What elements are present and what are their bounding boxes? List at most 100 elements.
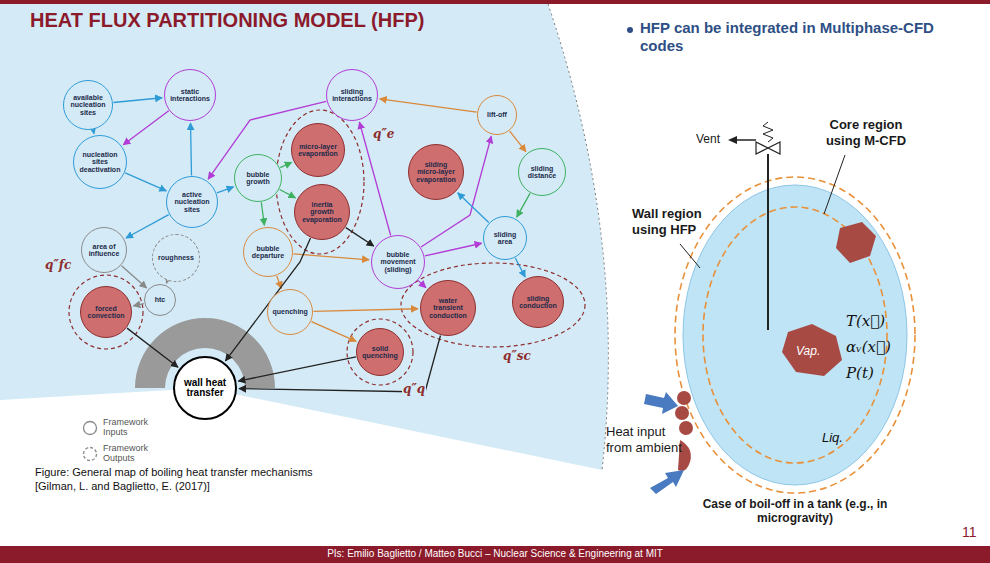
bullet (627, 27, 633, 33)
connector-arrow (127, 328, 178, 367)
field-label: P(t) (846, 364, 874, 382)
phase-label: Liq. (822, 430, 843, 446)
legend-text: Framework Outputs (103, 444, 163, 464)
output-group (401, 263, 585, 347)
vent-label: Vent (696, 132, 720, 146)
connector-arrow (311, 322, 356, 342)
flux-label: q″sc (502, 349, 532, 363)
connector-arrow (293, 254, 369, 260)
connector-arrow (122, 266, 147, 288)
node-text: micro-layer evaporation (298, 143, 339, 158)
mechanism-circle: sliding distance (518, 148, 566, 196)
phase-label: Vap. (796, 344, 820, 358)
connector-arrow (510, 131, 526, 152)
legend-text: Framework Inputs (103, 418, 163, 438)
mechanism-circle: bubble movement (sliding) (371, 235, 425, 289)
mechanism-circle: area of influence (81, 227, 127, 273)
connector-arrow (517, 193, 530, 217)
connector-arrow (458, 193, 489, 223)
mechanism-circle: water transient conduction (420, 280, 476, 336)
connector-arrow (280, 189, 296, 197)
node-text: roughness (158, 254, 194, 261)
connector-arrow (313, 309, 418, 312)
legend-swatch (82, 420, 98, 436)
core-region-outline (703, 207, 887, 463)
page-number: 11 (962, 524, 977, 541)
node-text: forced convection (86, 305, 126, 320)
bullet-text: HFP can be integrated in Multiphase-CFD … (640, 19, 940, 55)
node-text: sliding conduction (518, 295, 558, 310)
mechanism-circle: active nucleation sites (166, 176, 218, 228)
node-text: sliding interactions (332, 88, 372, 103)
connector-arrow (125, 173, 166, 191)
connector-arrow (123, 111, 168, 145)
flux-label: q″e (372, 127, 395, 141)
valve-spring (763, 122, 773, 142)
flux-label: q″q (402, 382, 426, 396)
mechanism-circle: forced convection (80, 286, 132, 338)
connector-arrow (261, 202, 264, 225)
vent-valve (756, 142, 768, 154)
leader-line (680, 244, 700, 268)
vapor-blob (836, 222, 876, 263)
mechanism-circle: nucleation sites deactivation (73, 135, 127, 189)
node-text: area of influence (87, 243, 122, 258)
footer-bar (0, 546, 990, 563)
region-label: Core region using M-CFD (812, 117, 920, 148)
heat-arrow (650, 470, 684, 494)
field-label: αᵥ(x⃗) (846, 338, 891, 356)
tank-caption: Case of boil-off in a tank (e.g., in mic… (700, 497, 890, 526)
mechanism-circle: lift-off (477, 95, 517, 135)
node-text: nucleation sites deactivation (80, 151, 121, 173)
field-label: T(x⃗) (846, 312, 885, 330)
tank (683, 185, 907, 485)
node-text: inertia growth evaporation (301, 201, 344, 223)
leader-line (824, 155, 845, 214)
node-text: water transient conduction (427, 297, 470, 319)
wall-region-outline (675, 177, 915, 493)
node-text: static interactions (170, 88, 210, 103)
connector-arrow (113, 98, 162, 103)
map-fan (0, 4, 608, 470)
node-text: sliding area (489, 231, 522, 246)
footer-text: PIs: Emilio Baglietto / Matteo Bucci – N… (0, 548, 990, 560)
connector-arrow (126, 215, 169, 238)
vent-arrowhead (728, 136, 737, 144)
connector-arrow (280, 162, 292, 167)
vent-arrow (736, 139, 756, 141)
connector-arrow (190, 123, 192, 176)
node-text: bubble departure (249, 245, 287, 260)
node-text: available nucleation sites (69, 94, 107, 116)
connector-arrow (166, 281, 168, 283)
connector-arrow (425, 243, 482, 256)
connector-arrow (380, 99, 477, 112)
mechanism-circle: solid quenching (356, 328, 404, 376)
output-group (276, 110, 364, 254)
mechanism-circle: sliding area (483, 216, 527, 260)
mechanism-circle: micro-layer evaporation (291, 123, 345, 177)
top-rule (0, 0, 990, 4)
node-text: sliding micro-layer evaporation (415, 161, 458, 183)
mechanism-circle: bubble growth (234, 154, 282, 202)
mechanism-circle: wall heat transfer (173, 356, 237, 420)
node-text: wall heat transfer (181, 378, 230, 399)
vent-pipe (767, 154, 769, 330)
node-text: active nucleation sites (172, 191, 212, 213)
mechanism-circle: sliding micro-layer evaporation (408, 144, 464, 200)
mechanism-circle: quenching (267, 289, 313, 335)
heat-arrow (644, 392, 678, 414)
mechanism-circle: static interactions (164, 69, 216, 121)
connector-arrow (346, 228, 374, 246)
mechanism-circle: sliding conduction (512, 276, 564, 328)
node-text: sliding distance (524, 165, 560, 180)
connector-arrow (217, 187, 234, 193)
connector-arrow (515, 258, 525, 277)
mechanism-circle: inertia growth evaporation (294, 184, 350, 240)
output-group (69, 275, 143, 349)
node-text: bubble movement (sliding) (378, 251, 419, 273)
vent-valve (768, 142, 780, 154)
wall-bubble (677, 391, 691, 405)
